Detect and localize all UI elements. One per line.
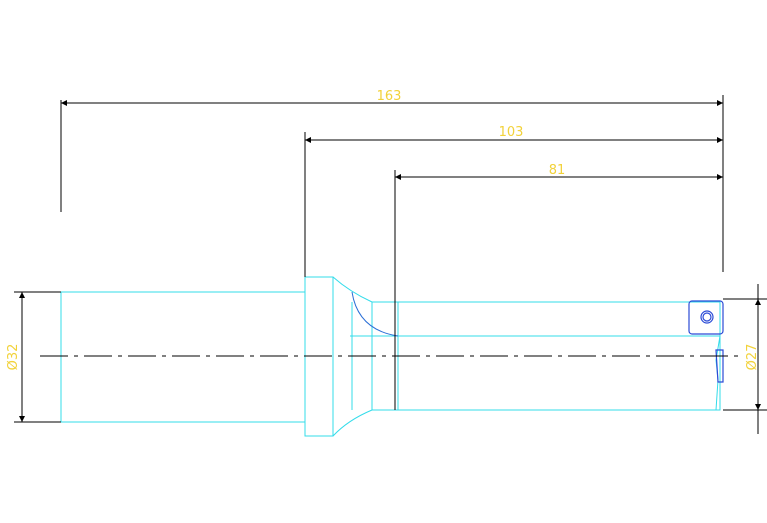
dim-overall-length bbox=[60, 95, 724, 272]
insert-screw bbox=[700, 310, 714, 324]
flute-edge bbox=[351, 291, 399, 337]
shank bbox=[60, 291, 306, 423]
dim-label-overall-length: 163 bbox=[377, 89, 402, 104]
dim-label-shank-diameter: Ø32 bbox=[6, 344, 21, 371]
dim-body-length bbox=[304, 132, 723, 277]
dim-flute-length bbox=[394, 170, 723, 410]
tool-outline bbox=[60, 276, 721, 437]
dim-label-body-length: 103 bbox=[499, 125, 524, 140]
neck-transition bbox=[332, 276, 398, 437]
insert bbox=[688, 300, 724, 383]
dim-shank-diameter bbox=[14, 291, 61, 423]
dim-label-cutting-diameter: Ø27 bbox=[745, 344, 760, 371]
dim-cutting-diameter bbox=[723, 284, 767, 434]
dim-label-flute-length: 81 bbox=[549, 163, 566, 178]
